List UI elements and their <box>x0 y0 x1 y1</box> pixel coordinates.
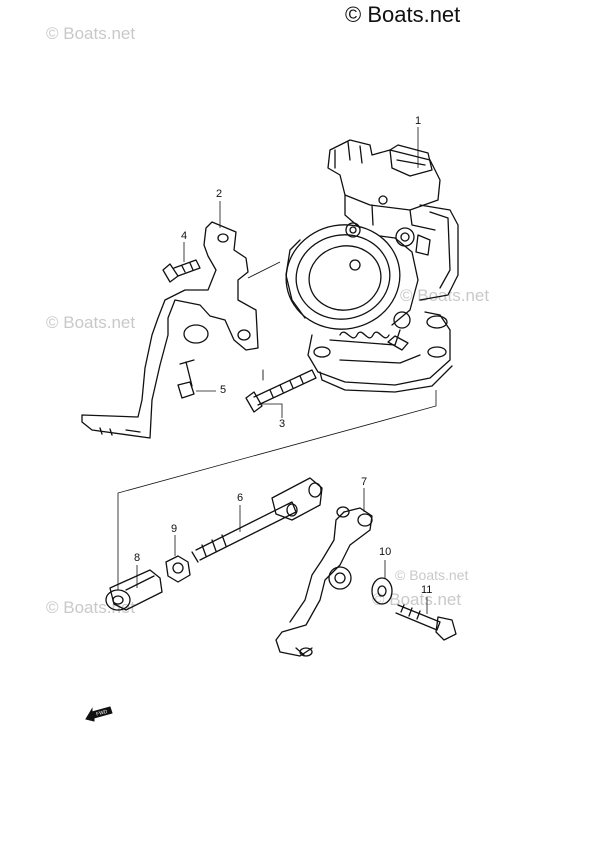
watermark-faint: © Boats.net <box>372 590 462 609</box>
nut-part-9 <box>165 555 191 583</box>
callout-4: 4 <box>181 230 188 242</box>
watermark-faint: © Boats.net <box>395 567 469 583</box>
fwd-arrow-icon: FWD <box>84 703 114 723</box>
lever-part-7 <box>275 506 373 657</box>
watermark-main: © Boats.net <box>345 2 461 27</box>
ball-joint-part-8 <box>105 569 163 611</box>
callout-8: 8 <box>134 552 141 564</box>
callout-7: 7 <box>361 476 368 488</box>
fwd-label: FWD <box>96 709 109 718</box>
washer-part-10 <box>371 577 393 605</box>
callout-10: 10 <box>379 546 392 558</box>
callout-9: 9 <box>171 523 178 535</box>
bolt-part-3 <box>245 369 317 413</box>
callout-11: 11 <box>421 584 433 596</box>
watermark-faint: © Boats.net <box>46 598 136 617</box>
callout-2: 2 <box>216 188 223 200</box>
watermark-faint: © Boats.net <box>46 313 136 332</box>
bolt-part-11 <box>395 604 457 641</box>
callout-1: 1 <box>415 115 422 127</box>
throttle-body-part-1 <box>285 139 459 393</box>
bolt-part-4 <box>162 259 201 283</box>
bolt-part-5 <box>177 359 195 399</box>
bracket-part-2 <box>81 221 259 439</box>
watermark-faint: © Boats.net <box>46 24 136 43</box>
link-rod-part-6 <box>191 477 323 563</box>
callout-3: 3 <box>279 418 286 430</box>
callout-5: 5 <box>220 384 227 396</box>
callout-6: 6 <box>237 492 244 504</box>
